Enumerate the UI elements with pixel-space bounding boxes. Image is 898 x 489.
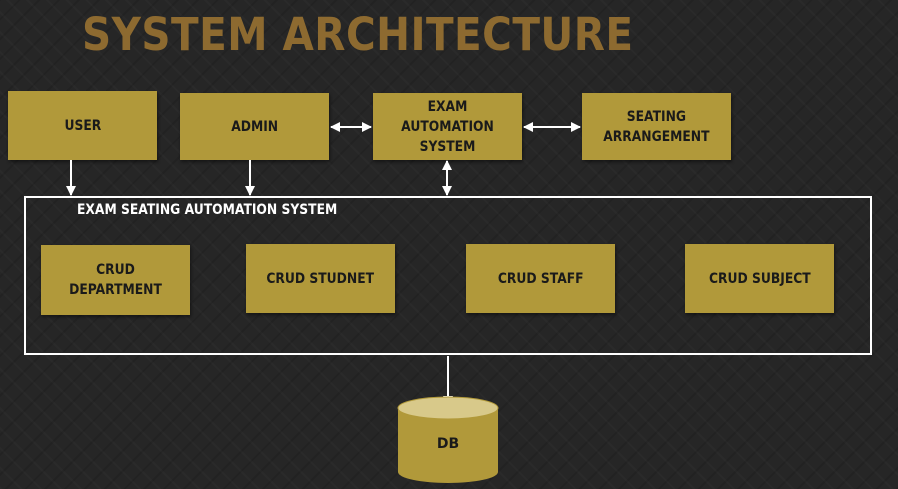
db-label: DB (436, 436, 460, 452)
container-label: EXAM SEATING AUTOMATION SYSTEM (77, 202, 338, 218)
exam-automation-system-label: EXAM AUTOMATION SYSTEM (401, 98, 494, 155)
user-node-label: USER (64, 117, 101, 134)
crud-department-node: CRUD DEPARTMENT (41, 245, 190, 315)
crud-department-label: CRUD DEPARTMENT (69, 262, 162, 298)
crud-student-label: CRUD STUDNET (266, 270, 375, 287)
crud-staff-node: CRUD STAFF (466, 244, 615, 313)
admin-node-label: ADMIN (231, 118, 278, 135)
user-node: USER (8, 91, 157, 160)
seating-arrangement-node: SEATING ARRANGEMENT (582, 93, 731, 160)
crud-subject-label: CRUD SUBJECT (708, 270, 811, 287)
crud-subject-node: CRUD SUBJECT (685, 244, 834, 313)
admin-node: ADMIN (180, 93, 329, 160)
crud-staff-label: CRUD STAFF (497, 270, 584, 287)
exam-automation-system-node: EXAM AUTOMATION SYSTEM (373, 93, 522, 160)
page-title: SYSTEM ARCHITECTURE (82, 8, 634, 61)
exam-seating-automation-system-container (24, 196, 872, 355)
db-cylinder (397, 396, 499, 483)
crud-student-node: CRUD STUDNET (246, 244, 395, 313)
seating-arrangement-label: SEATING ARRANGEMENT (603, 108, 710, 145)
